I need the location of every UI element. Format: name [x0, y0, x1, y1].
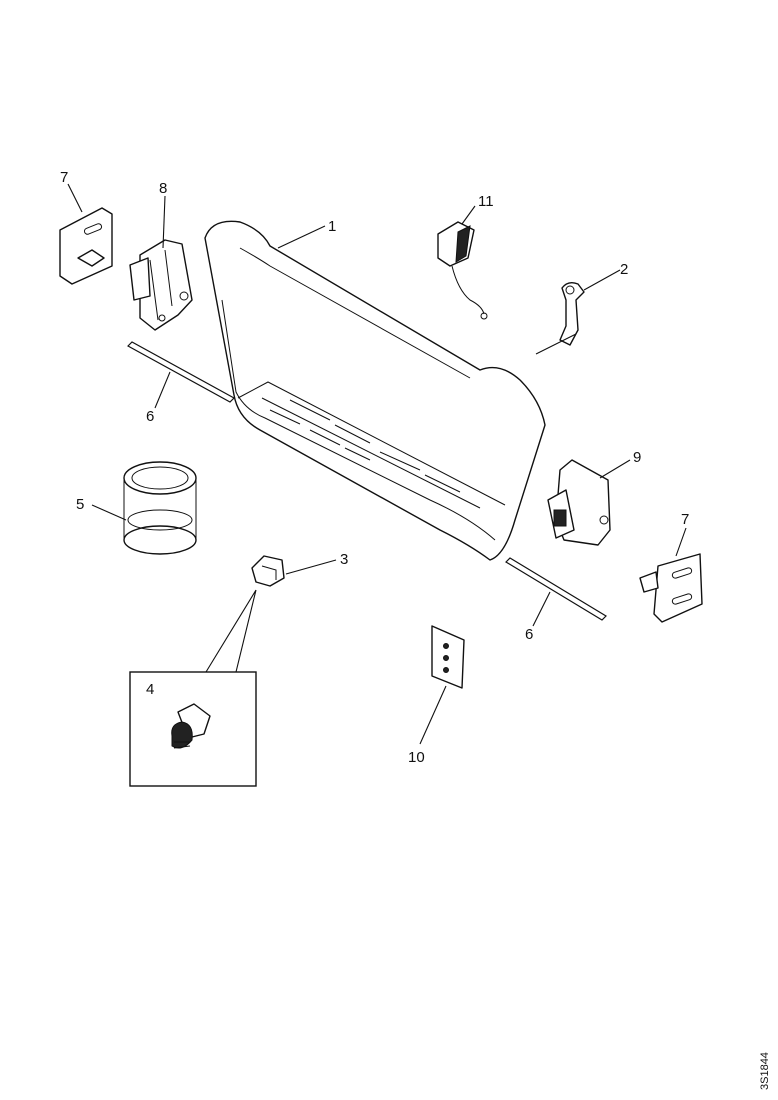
- part-3-switch: [251, 555, 285, 587]
- part-8-left-bracket: [129, 239, 193, 331]
- callout-3: 3: [340, 551, 348, 568]
- part-1-control-panel: [204, 220, 546, 561]
- part-7-right-plate: [639, 553, 703, 623]
- part-9-right-bracket: [547, 459, 611, 546]
- callout-7-right: 7: [681, 511, 689, 528]
- callout-11: 11: [478, 193, 494, 210]
- part-4-inset-box: [129, 671, 257, 787]
- callout-10: 10: [408, 749, 425, 766]
- part-11-wire-harness: [437, 221, 488, 320]
- figure-code: 3S1844: [759, 1052, 771, 1090]
- callout-1: 1: [328, 218, 336, 235]
- callout-9: 9: [633, 449, 641, 466]
- callout-2: 2: [620, 261, 628, 278]
- callout-6-left: 6: [146, 408, 154, 425]
- part-5-ring-bezel: [123, 461, 197, 555]
- part-6-right-rod: [505, 557, 607, 621]
- part-2-bracket: [559, 281, 585, 346]
- callout-4: 4: [146, 681, 154, 698]
- callout-8: 8: [159, 180, 167, 197]
- callout-7-left: 7: [60, 169, 68, 186]
- part-10-plate: [431, 625, 465, 689]
- callout-6-right: 6: [525, 626, 533, 643]
- part-6-left-rod: [127, 341, 235, 403]
- part-7-left-plate: [59, 207, 113, 285]
- leader-lines: [67, 183, 687, 745]
- callout-5: 5: [76, 496, 84, 513]
